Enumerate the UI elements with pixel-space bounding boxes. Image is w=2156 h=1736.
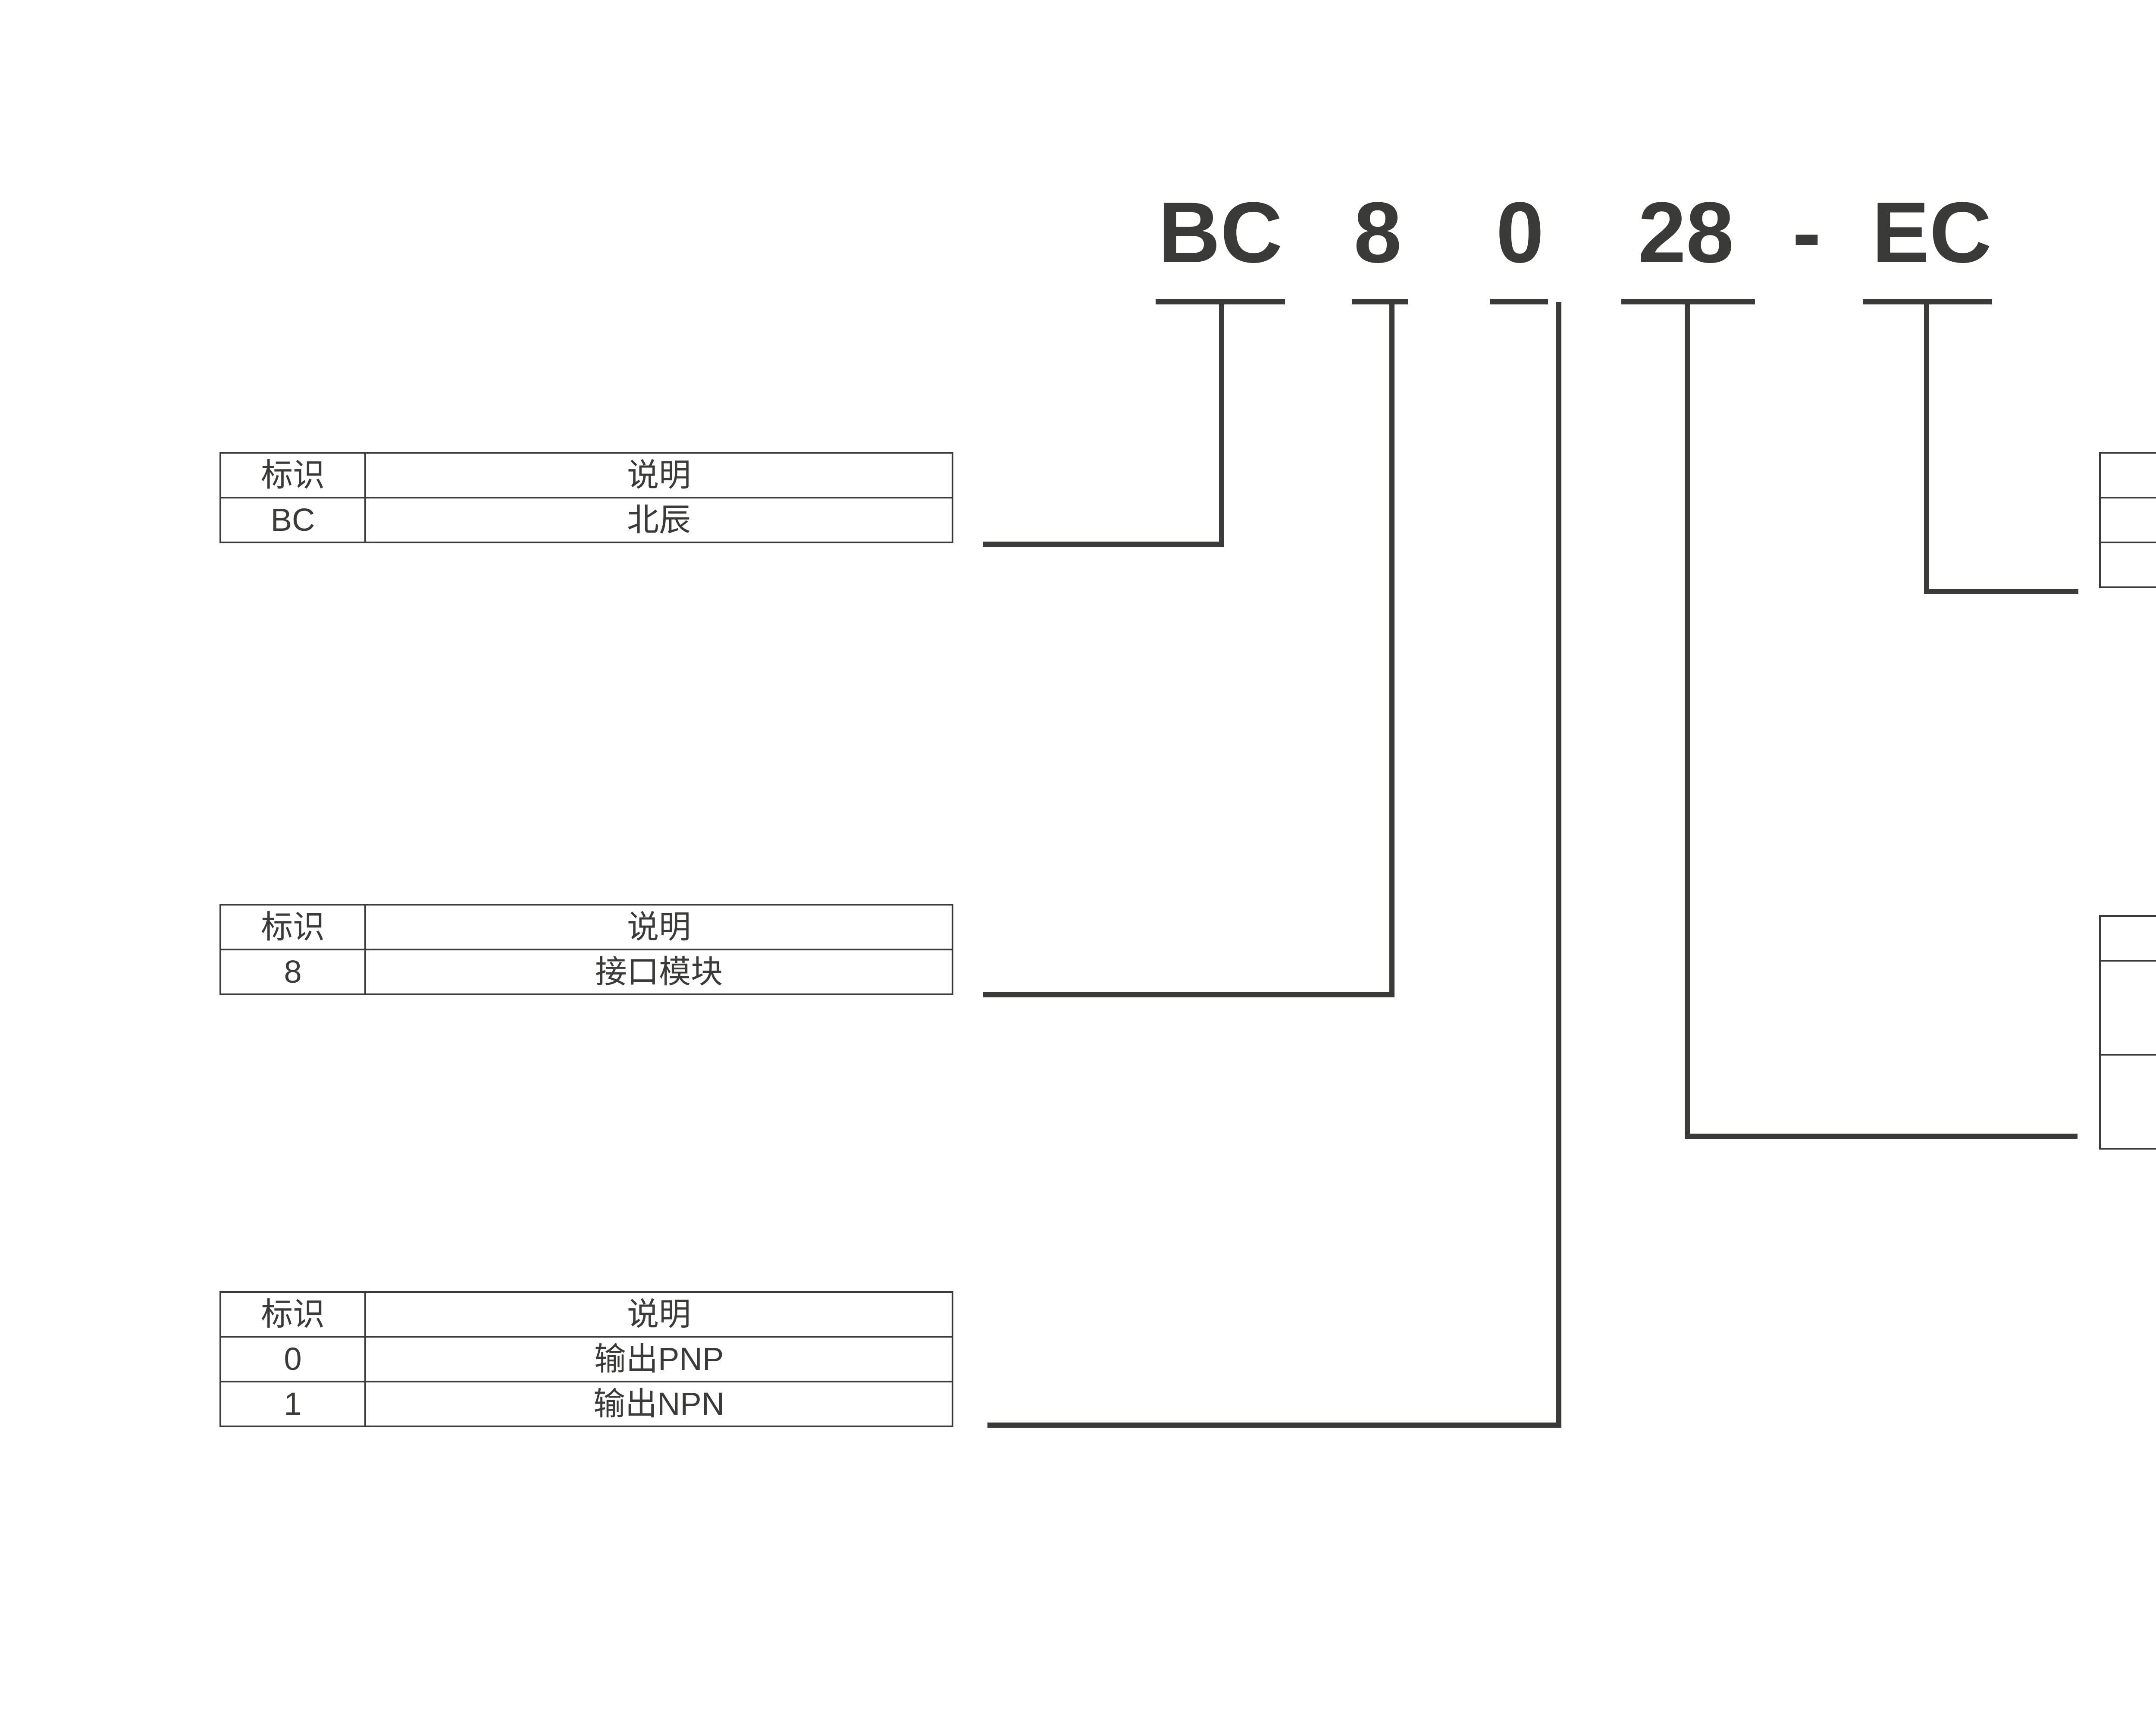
cell-desc: 接口模块 (364, 949, 953, 995)
table-module: 标识 说明 8 接口模块 (219, 904, 953, 995)
cell-code: 60 (2099, 1054, 2156, 1150)
table-row: 8 接口模块 (219, 949, 953, 995)
header-desc: 说明 (364, 904, 953, 950)
header-code: 标识 (2099, 915, 2156, 962)
table-row-header: 标识 说明 (219, 1291, 953, 1338)
table-row: 0 输出PNP (219, 1336, 953, 1382)
code-token-0: 0 (1496, 185, 1544, 281)
code-token-8: 8 (1354, 185, 1402, 281)
header-desc: 说明 (364, 1291, 953, 1338)
code-token-28: 28 (1638, 185, 1734, 281)
table-row: 28 28点 (16DI/12DO) (2099, 960, 2156, 1056)
cell-desc: 北辰 (364, 497, 953, 543)
table-row: BC 北辰 (219, 497, 953, 543)
table-row-header: 标识 说明 (2099, 452, 2156, 498)
cell-code: PN (2099, 497, 2156, 543)
table-row-header: 标识 说明 (219, 452, 953, 498)
table-protocol: 标识 说明 PN PPOFINET EC EtherCAT (2099, 452, 2156, 588)
header-desc: 说明 (364, 452, 953, 498)
header-code: 标识 (219, 904, 367, 950)
cell-code: BC (219, 497, 367, 543)
leader-path-8 (983, 302, 1395, 997)
header-code: 标识 (219, 1291, 367, 1338)
code-token-dash: - (1792, 185, 1821, 281)
leader-path-ec (1924, 302, 2078, 594)
table-row-header: 标识 说明 (219, 904, 953, 950)
cell-code: 0 (219, 1336, 367, 1382)
code-token-ec: EC (1872, 185, 1992, 281)
table-row: PN PPOFINET (2099, 497, 2156, 543)
cell-code: EC (2099, 542, 2156, 588)
part-number-code: BC 8 0 28 - EC (0, 190, 2156, 289)
cell-desc: 输出NPN (364, 1381, 953, 1427)
cell-code: 28 (2099, 960, 2156, 1056)
leader-path-0 (987, 302, 1561, 1428)
table-brand: 标识 说明 BC 北辰 (219, 452, 953, 543)
header-code: 标识 (2099, 452, 2156, 498)
leader-path-28 (1685, 302, 2078, 1139)
code-token-bc: BC (1158, 185, 1283, 281)
table-row: EC EtherCAT (2099, 542, 2156, 588)
table-points: 标识 说明 28 28点 (16DI/12DO) 60 60点 (32DI/28… (2099, 915, 2156, 1150)
cell-code: 8 (219, 949, 367, 995)
table-output: 标识 说明 0 输出PNP 1 输出NPN (219, 1291, 953, 1427)
table-row: 1 输出NPN (219, 1381, 953, 1427)
leader-path-bc (983, 302, 1224, 547)
cell-code: 1 (219, 1381, 367, 1427)
cell-desc: 输出PNP (364, 1336, 953, 1382)
table-row: 60 60点 (32DI/28DO) (2099, 1054, 2156, 1150)
table-row-header: 标识 说明 (2099, 915, 2156, 962)
header-code: 标识 (219, 452, 367, 498)
